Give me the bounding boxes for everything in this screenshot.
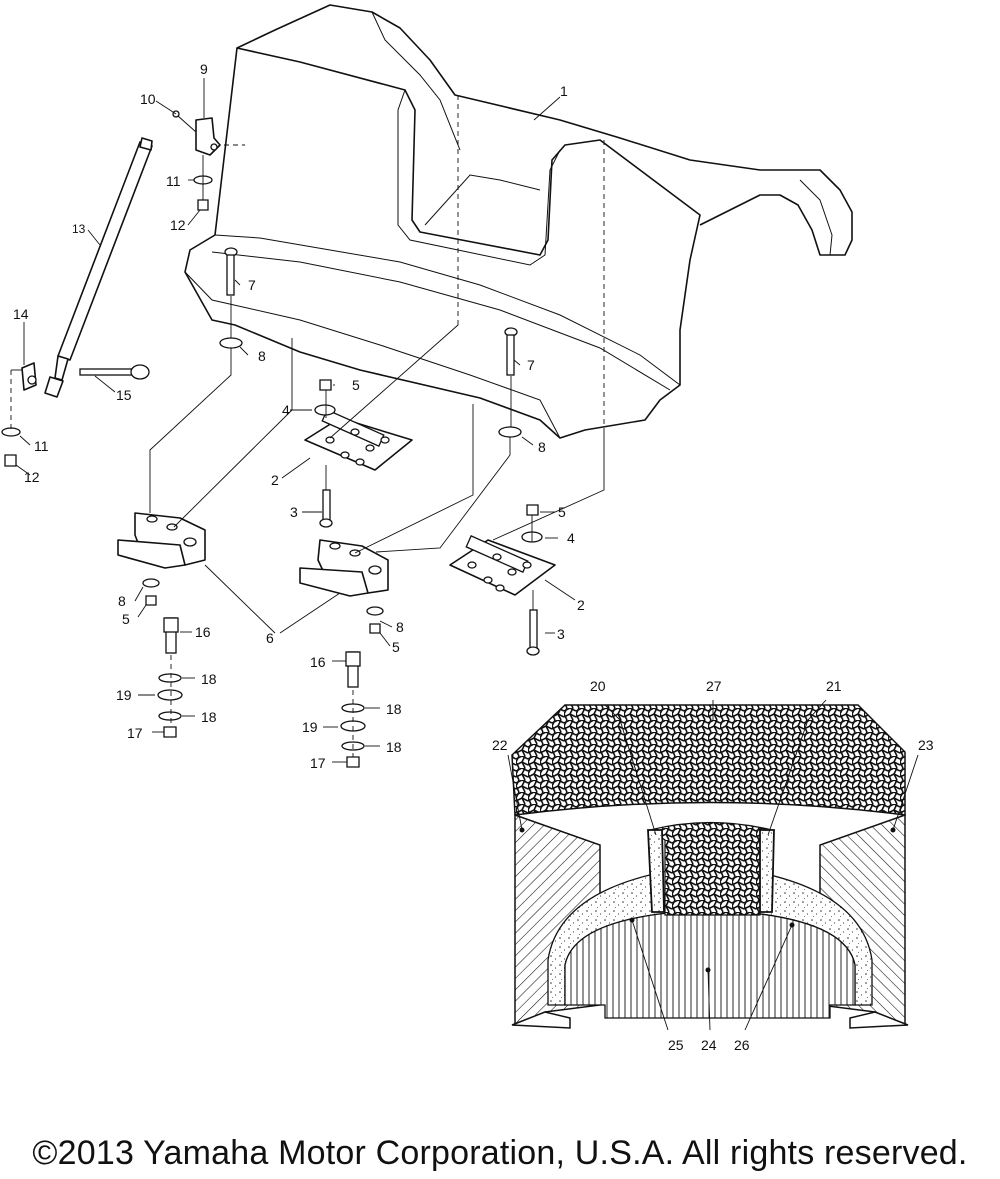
callout-17-right: 17 <box>310 755 326 771</box>
nut-5-a <box>319 379 332 391</box>
callout-14: 14 <box>13 306 29 322</box>
callout-22: 22 <box>492 737 508 753</box>
bolt-15 <box>79 364 150 380</box>
callout-7-right: 7 <box>527 357 535 373</box>
callout-25: 25 <box>668 1037 684 1053</box>
callout-8-d: 8 <box>396 619 404 635</box>
callout-20: 20 <box>590 678 606 694</box>
callout-11-lower: 11 <box>34 438 49 454</box>
washer-8-a <box>219 337 243 349</box>
mount-bracket-right <box>299 539 389 597</box>
callout-19-right: 19 <box>302 719 318 735</box>
bolt-3-a <box>319 489 333 528</box>
callout-18-c: 18 <box>386 701 402 717</box>
seat-assembly <box>184 4 853 439</box>
callout-5-c: 5 <box>122 611 130 627</box>
callout-18-d: 18 <box>386 739 402 755</box>
callout-4-right: 4 <box>567 530 575 546</box>
callout-11-upper: 11 <box>166 173 181 189</box>
callout-27: 27 <box>706 678 722 694</box>
seat-backrest <box>236 4 853 256</box>
callout-21: 21 <box>826 678 842 694</box>
callout-2-right: 2 <box>577 597 585 613</box>
callout-8-c: 8 <box>118 593 126 609</box>
stud-stack-left <box>142 578 183 738</box>
callout-26: 26 <box>734 1037 750 1053</box>
callout-3-right: 3 <box>557 626 565 642</box>
callout-23: 23 <box>918 737 934 753</box>
hinge-left <box>304 409 413 471</box>
nut-12-lower <box>4 454 17 467</box>
callout-4-left: 4 <box>282 402 290 418</box>
bolt-7-left <box>224 247 238 296</box>
callout-10: 10 <box>140 91 156 107</box>
callout-1: 1 <box>560 83 568 99</box>
callout-13: 13 <box>72 222 86 236</box>
callout-9: 9 <box>200 61 208 77</box>
callout-12-upper: 12 <box>170 217 186 233</box>
nut-5-b <box>526 504 539 516</box>
callout-8-b: 8 <box>538 439 546 455</box>
section-cover-mesh <box>511 704 906 816</box>
callout-16-right: 16 <box>310 654 326 670</box>
bolt-3-b <box>526 609 540 656</box>
washer-8-b <box>498 426 522 438</box>
hinge-right <box>449 535 556 596</box>
stud-stack-right <box>340 606 384 768</box>
callout-19-left: 19 <box>116 687 132 703</box>
section-core <box>564 909 856 1019</box>
copyright-notice: ©2013 Yamaha Motor Corporation, U.S.A. A… <box>32 1134 968 1172</box>
callout-18-b: 18 <box>201 709 217 725</box>
bolt-7-right <box>504 327 518 376</box>
callout-6: 6 <box>266 630 274 646</box>
callout-5-a: 5 <box>352 377 360 393</box>
callout-8-a: 8 <box>258 348 266 364</box>
seat-exploded-diagram: 1 2 2 3 3 4 4 5 5 5 5 6 7 7 8 8 8 8 9 10… <box>1 4 934 1053</box>
callout-2-left: 2 <box>271 472 279 488</box>
nut-12-upper <box>197 199 209 211</box>
callout-24: 24 <box>701 1037 717 1053</box>
callout-5-d: 5 <box>392 639 400 655</box>
bolt-10 <box>172 110 197 133</box>
callout-12-lower: 12 <box>24 469 40 485</box>
gas-spring <box>44 137 153 398</box>
callout-18-a: 18 <box>201 671 217 687</box>
callout-7-left: 7 <box>248 277 256 293</box>
mount-bracket-left <box>117 512 206 569</box>
callout-5-b: 5 <box>558 504 566 520</box>
callout-labels: 1 2 2 3 3 4 4 5 5 5 5 6 7 7 8 8 8 8 9 10… <box>13 61 934 1053</box>
washer-4-a <box>314 404 336 416</box>
washer-11-lower <box>1 427 21 437</box>
callout-3-left: 3 <box>290 504 298 520</box>
callout-15: 15 <box>116 387 132 403</box>
seat-cross-section <box>507 699 919 1031</box>
callout-16-left: 16 <box>195 624 211 640</box>
callout-17-left: 17 <box>127 725 143 741</box>
